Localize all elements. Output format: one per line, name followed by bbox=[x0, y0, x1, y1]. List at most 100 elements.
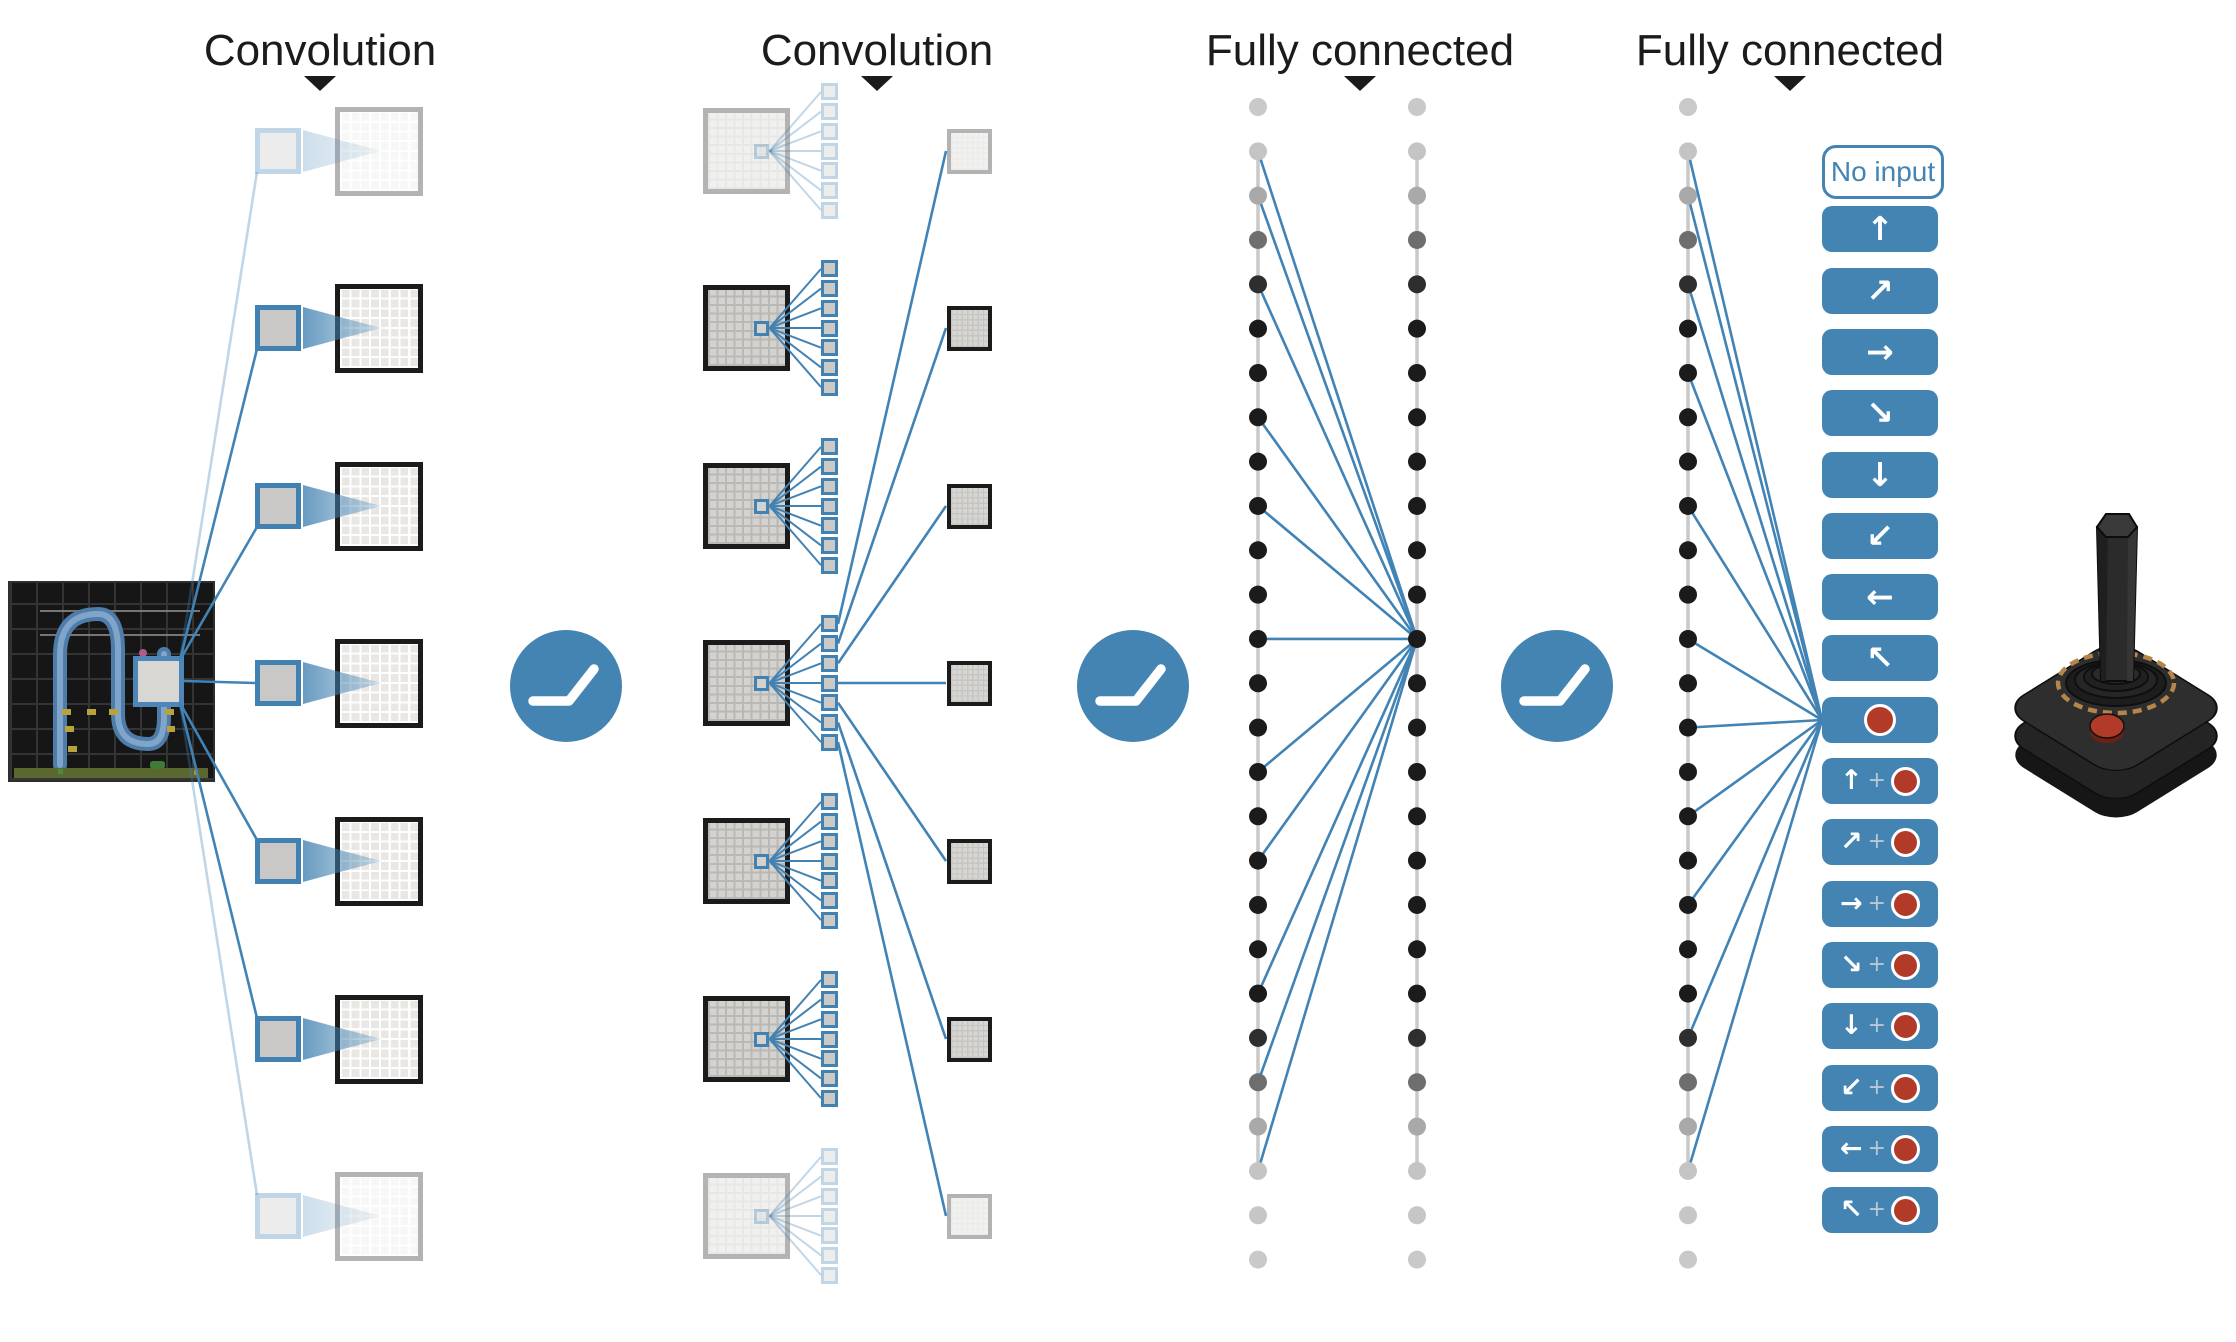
action-button-move-fire[interactable]: ↗+ bbox=[1822, 819, 1938, 865]
conv2-filter-cell bbox=[821, 1089, 838, 1107]
fire-button-icon bbox=[1891, 827, 1921, 857]
fc-neuron-dot bbox=[1679, 851, 1697, 870]
action-button-move[interactable]: ← bbox=[1822, 574, 1938, 620]
conv2-feature-map bbox=[703, 1173, 790, 1259]
fc-neuron-dot bbox=[1249, 851, 1267, 870]
action-button-no-input[interactable]: No input bbox=[1822, 145, 1944, 199]
fc-neuron-dot bbox=[1249, 275, 1267, 294]
game-enemy-sprite bbox=[167, 726, 175, 732]
game-enemy-sprite bbox=[87, 709, 96, 715]
fc-neuron-dot bbox=[1408, 629, 1426, 648]
conv1-input-patch bbox=[255, 1016, 301, 1062]
direction-arrow-icon: ↑ bbox=[1866, 208, 1894, 248]
action-button-move[interactable]: → bbox=[1822, 329, 1938, 375]
conv2-filter-cell bbox=[821, 1050, 838, 1068]
direction-arrow-icon: ↘ bbox=[1839, 948, 1863, 980]
fc-neuron-dot bbox=[1408, 674, 1426, 693]
triangle-down-icon bbox=[304, 76, 336, 91]
fc-neuron-dot bbox=[1679, 895, 1697, 914]
fc-neuron-dot bbox=[1249, 1250, 1267, 1269]
conv2-filter-cell bbox=[821, 378, 838, 396]
fire-button-icon bbox=[1891, 1134, 1921, 1164]
fc-neuron-dot bbox=[1249, 629, 1267, 648]
fc-neuron-dot bbox=[1679, 1250, 1697, 1269]
conv2-filter-cell bbox=[821, 536, 838, 554]
fc-neuron-dot bbox=[1679, 585, 1697, 604]
fc-neuron-dot bbox=[1249, 230, 1267, 249]
action-button-move[interactable]: ↗ bbox=[1822, 268, 1938, 314]
fc-neuron-dot bbox=[1249, 1161, 1267, 1180]
action-button-move-fire[interactable]: ↘+ bbox=[1822, 942, 1938, 988]
fc-neuron-dot bbox=[1249, 452, 1267, 471]
conv2-filter-cell bbox=[821, 517, 838, 535]
game-enemy-sprite bbox=[65, 726, 74, 732]
action-button-move[interactable]: ↙ bbox=[1822, 513, 1938, 559]
triangle-down-icon bbox=[861, 76, 893, 91]
action-button-move[interactable]: ↘ bbox=[1822, 390, 1938, 436]
fc-neuron-dot bbox=[1679, 762, 1697, 781]
plus-sign: + bbox=[1867, 1075, 1887, 1100]
fc-neuron-dot bbox=[1249, 585, 1267, 604]
fire-button-icon bbox=[1891, 766, 1921, 796]
fc-neuron-dot bbox=[1249, 762, 1267, 781]
conv1-input-patch bbox=[255, 483, 301, 529]
fc-neuron-dot bbox=[1408, 230, 1426, 249]
fc-neuron-dot bbox=[1408, 1250, 1426, 1269]
fc-neuron-dot bbox=[1408, 718, 1426, 737]
conv2-filter-cell bbox=[821, 142, 838, 160]
game-enemy-sprite bbox=[68, 746, 77, 752]
fc-neuron-dot bbox=[1408, 895, 1426, 914]
conv2-filter-cell bbox=[821, 891, 838, 909]
action-button-move-fire[interactable]: ↑+ bbox=[1822, 758, 1938, 804]
action-button-fire[interactable] bbox=[1822, 697, 1938, 743]
fc-neuron-dot bbox=[1679, 275, 1697, 294]
conv2-filter-cell bbox=[821, 1030, 838, 1048]
conv1-feature-map bbox=[335, 1171, 423, 1261]
layer-header: Convolution bbox=[760, 26, 994, 75]
fc-neuron-dot bbox=[1679, 496, 1697, 515]
action-button-move-fire[interactable]: ↙+ bbox=[1822, 1065, 1938, 1111]
fc-neuron-dot bbox=[1408, 1161, 1426, 1180]
conv2-filter-cell bbox=[821, 438, 838, 456]
action-button-move-fire[interactable]: ↖+ bbox=[1822, 1187, 1938, 1233]
conv2-receptive-patch bbox=[753, 1208, 769, 1224]
fc-neuron-dot bbox=[1249, 363, 1267, 382]
triangle-down-icon bbox=[1344, 76, 1376, 91]
atari-joystick-illustration bbox=[2014, 513, 2218, 818]
conv1-input-patch bbox=[255, 660, 301, 706]
game-sprite bbox=[58, 769, 63, 774]
direction-arrow-icon: ← bbox=[1866, 576, 1894, 616]
conv2-filter-cell bbox=[821, 991, 838, 1009]
conv2-filter-cell bbox=[821, 1168, 838, 1186]
fc-neuron-dot bbox=[1679, 98, 1697, 116]
fc-neuron-dot bbox=[1679, 319, 1697, 338]
action-button-move-fire[interactable]: ↓+ bbox=[1822, 1003, 1938, 1049]
conv2-filter-cell bbox=[821, 1207, 838, 1225]
action-button-move-fire[interactable]: ←+ bbox=[1822, 1126, 1938, 1172]
action-button-move[interactable]: ↓ bbox=[1822, 452, 1938, 498]
action-button-move[interactable]: ↑ bbox=[1822, 206, 1938, 252]
conv2-filter-cell bbox=[821, 971, 838, 989]
joystick-fire-button bbox=[2089, 713, 2125, 743]
conv2-feature-map bbox=[703, 463, 790, 549]
action-button-move-fire[interactable]: →+ bbox=[1822, 881, 1938, 927]
fc-neuron-dot bbox=[1249, 142, 1267, 161]
fc-neuron-dot bbox=[1408, 496, 1426, 515]
conv2-filter-cell bbox=[821, 1187, 838, 1205]
conv2-filter-cell bbox=[821, 319, 838, 337]
fc-neuron-dot bbox=[1408, 142, 1426, 161]
fc-neuron-dot bbox=[1249, 674, 1267, 693]
fc-neuron-dot bbox=[1249, 408, 1267, 427]
conv2-filter-cell bbox=[821, 201, 838, 219]
action-button-move[interactable]: ↖ bbox=[1822, 635, 1938, 681]
joystick-stick bbox=[2095, 513, 2139, 682]
conv2-feature-map bbox=[703, 285, 790, 371]
conv2-feature-map bbox=[703, 818, 790, 904]
relu-activation-icon bbox=[510, 630, 622, 742]
conv2-receptive-patch bbox=[753, 853, 769, 869]
fc-neuron-dot bbox=[1679, 1073, 1697, 1092]
triangle-down-icon bbox=[1774, 76, 1806, 91]
fc-neuron-dot bbox=[1679, 408, 1697, 427]
conv2-output-map bbox=[947, 1016, 992, 1062]
plus-sign: + bbox=[1867, 1136, 1887, 1161]
